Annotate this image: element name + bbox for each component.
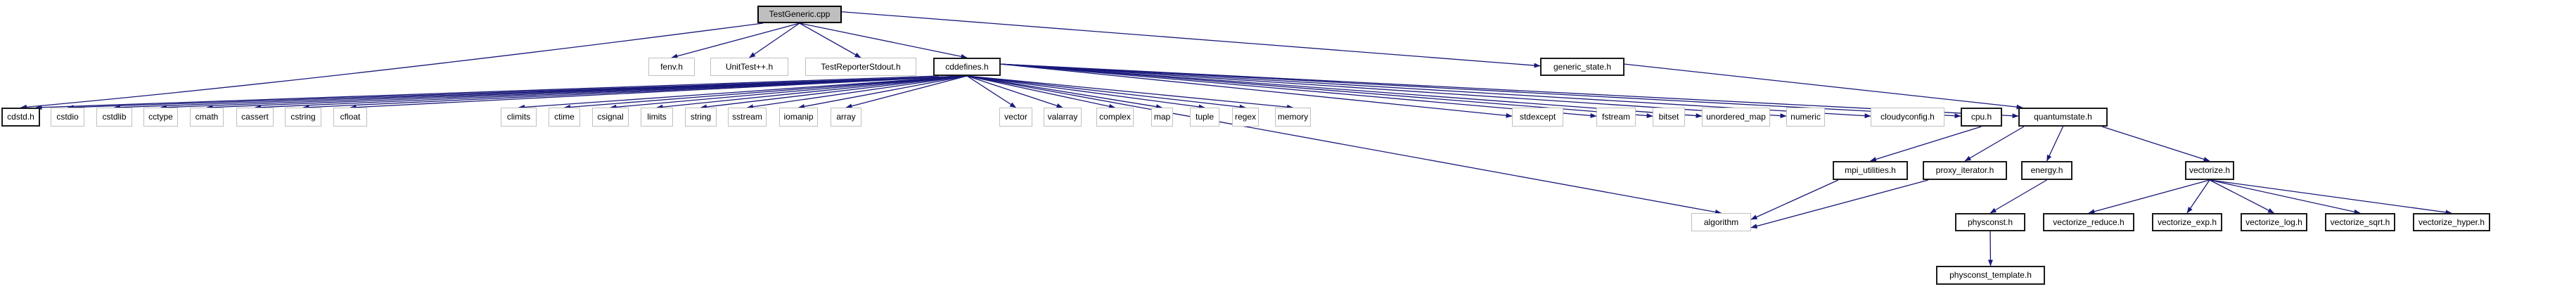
graph-node-unordered_map: unordered_map — [1702, 108, 1770, 127]
edge-cddefines-to-regex — [966, 75, 1246, 110]
edge-vectorize-to-vectorize_exp — [2186, 179, 2210, 214]
graph-node-cfloat: cfloat — [333, 108, 367, 127]
edge-cddefines-to-vector — [966, 75, 1016, 108]
graph-node-csignal: csignal — [592, 108, 629, 127]
graph-node-complex: complex — [1096, 108, 1134, 127]
graph-node-cmath: cmath — [190, 108, 224, 127]
edge-cddefines-to-cloudyconfig — [1000, 63, 1871, 119]
edge-testgeneric-to-cddefines — [799, 23, 968, 59]
edge-vectorize-to-vectorize_reduce — [2088, 179, 2210, 214]
edge-cddefines-to-cpu — [1000, 63, 1961, 119]
graph-node-limits: limits — [641, 108, 673, 127]
edge-cddefines-to-climits — [518, 75, 968, 110]
edge-quantumstate-to-vectorize — [2101, 126, 2210, 162]
edge-testgeneric-to-testreporter — [799, 23, 861, 58]
edge-cddefines-to-map — [966, 75, 1162, 110]
graph-node-vectorize_reduce[interactable]: vectorize_reduce.h — [2043, 213, 2134, 231]
edge-quantumstate-to-energy — [2046, 126, 2064, 162]
edge-cddefines-to-iomanip — [798, 75, 968, 109]
graph-node-array: array — [831, 108, 861, 127]
edge-cddefines-to-quantumstate — [1000, 63, 2019, 119]
edge-energy-to-physconst — [1989, 179, 2047, 214]
edge-physconst-to-physconst_template — [1987, 231, 1993, 266]
edge-mpi_utilities-to-algorithm — [1750, 179, 1839, 220]
graph-node-generic_state[interactable]: generic_state.h — [1540, 58, 1625, 76]
graph-node-ctime: ctime — [549, 108, 580, 127]
graph-node-physconst_template[interactable]: physconst_template.h — [1936, 266, 2045, 285]
graph-node-vectorize_sqrt[interactable]: vectorize_sqrt.h — [2325, 213, 2395, 231]
edge-cddefines-to-valarray — [966, 75, 1063, 108]
edge-testgeneric-to-generic_state — [841, 11, 1541, 68]
graph-node-cctype: cctype — [143, 108, 178, 127]
graph-node-numeric: numeric — [1786, 108, 1825, 127]
graph-node-cstring: cstring — [285, 108, 321, 127]
edge-cddefines-to-string — [700, 75, 968, 110]
graph-node-mpi_utilities[interactable]: mpi_utilities.h — [1833, 161, 1908, 180]
graph-node-stdexcept: stdexcept — [1512, 108, 1563, 127]
graph-node-bitset: bitset — [1653, 108, 1685, 127]
edge-cddefines-to-bitset — [1000, 63, 1653, 118]
graph-node-testreporter: TestReporterStdout.h — [805, 58, 916, 76]
graph-node-iomanip: iomanip — [779, 108, 818, 127]
edge-cddefines-to-ctime — [564, 75, 968, 110]
graph-node-cstdio: cstdio — [51, 108, 84, 127]
edge-cddefines-to-limits — [656, 75, 968, 110]
graph-node-physconst[interactable]: physconst.h — [1955, 213, 2025, 231]
edge-testgeneric-to-fenv — [671, 23, 800, 59]
graph-node-climits: climits — [501, 108, 537, 127]
edge-cddefines-to-complex — [966, 75, 1115, 109]
edge-vectorize-to-vectorize_sqrt — [2209, 179, 2361, 214]
graph-node-vectorize[interactable]: vectorize.h — [2185, 161, 2234, 180]
edge-generic_state-to-quantumstate — [1624, 63, 2023, 110]
graph-node-cdstd[interactable]: cdstd.h — [1, 108, 40, 127]
edge-testgeneric-to-cdstd — [20, 23, 764, 110]
graph-node-vectorize_hyper[interactable]: vectorize_hyper.h — [2413, 213, 2490, 231]
edge-cpu-to-mpi_utilities — [1870, 126, 1982, 162]
graph-node-algorithm: algorithm — [1691, 213, 1751, 231]
graph-node-valarray: valarray — [1044, 108, 1082, 127]
edge-quantumstate-to-proxy_iterator — [1964, 126, 2025, 162]
graph-node-string: string — [685, 108, 717, 127]
edge-cddefines-to-memory — [966, 75, 1293, 110]
graph-node-quantumstate[interactable]: quantumstate.h — [2018, 108, 2108, 127]
graph-node-fstream: fstream — [1596, 108, 1636, 127]
graph-node-cassert: cassert — [236, 108, 274, 127]
edge-cddefines-to-cfloat — [350, 75, 968, 110]
graph-node-regex: regex — [1232, 108, 1259, 127]
graph-node-energy[interactable]: energy.h — [2021, 161, 2072, 180]
edge-cddefines-to-stdexcept — [1000, 63, 1513, 118]
edge-cddefines-to-sstream — [747, 75, 968, 110]
graph-node-fenv: fenv.h — [648, 58, 695, 76]
graph-node-cpu[interactable]: cpu.h — [1961, 108, 2002, 127]
graph-node-unittest: UnitTest++.h — [710, 58, 788, 76]
graph-node-sstream: sstream — [728, 108, 767, 127]
edge-vectorize-to-vectorize_log — [2209, 179, 2274, 214]
edge-testgeneric-to-unittest — [749, 23, 800, 58]
graph-node-cloudyconfig: cloudyconfig.h — [1871, 108, 1944, 127]
edge-cddefines-to-csignal — [610, 75, 968, 110]
graph-node-testgeneric[interactable]: TestGeneric.cpp — [757, 6, 842, 23]
edge-vectorize-to-vectorize_hyper — [2209, 179, 2452, 215]
edge-cddefines-to-fstream — [1000, 63, 1597, 118]
graph-node-proxy_iterator[interactable]: proxy_iterator.h — [1923, 161, 2007, 180]
edge-cddefines-to-algorithm — [966, 75, 1722, 214]
edge-cddefines-to-cdstd — [35, 75, 940, 110]
graph-node-cddefines[interactable]: cddefines.h — [933, 58, 1001, 76]
graph-node-vector: vector — [999, 108, 1032, 127]
graph-node-cstdlib: cstdlib — [96, 108, 132, 127]
graph-node-map: map — [1151, 108, 1173, 127]
edge-cddefines-to-numeric — [1000, 63, 1787, 119]
graph-node-tuple: tuple — [1190, 108, 1219, 127]
graph-node-vectorize_exp[interactable]: vectorize_exp.h — [2152, 213, 2222, 231]
edge-cddefines-to-unordered_map — [1000, 63, 1703, 119]
edge-proxy_iterator-to-algorithm — [1750, 179, 1929, 229]
graph-node-vectorize_log[interactable]: vectorize_log.h — [2241, 213, 2307, 231]
edge-cddefines-to-tuple — [966, 75, 1205, 110]
graph-node-memory: memory — [1275, 108, 1311, 127]
edge-cddefines-to-array — [845, 75, 968, 109]
